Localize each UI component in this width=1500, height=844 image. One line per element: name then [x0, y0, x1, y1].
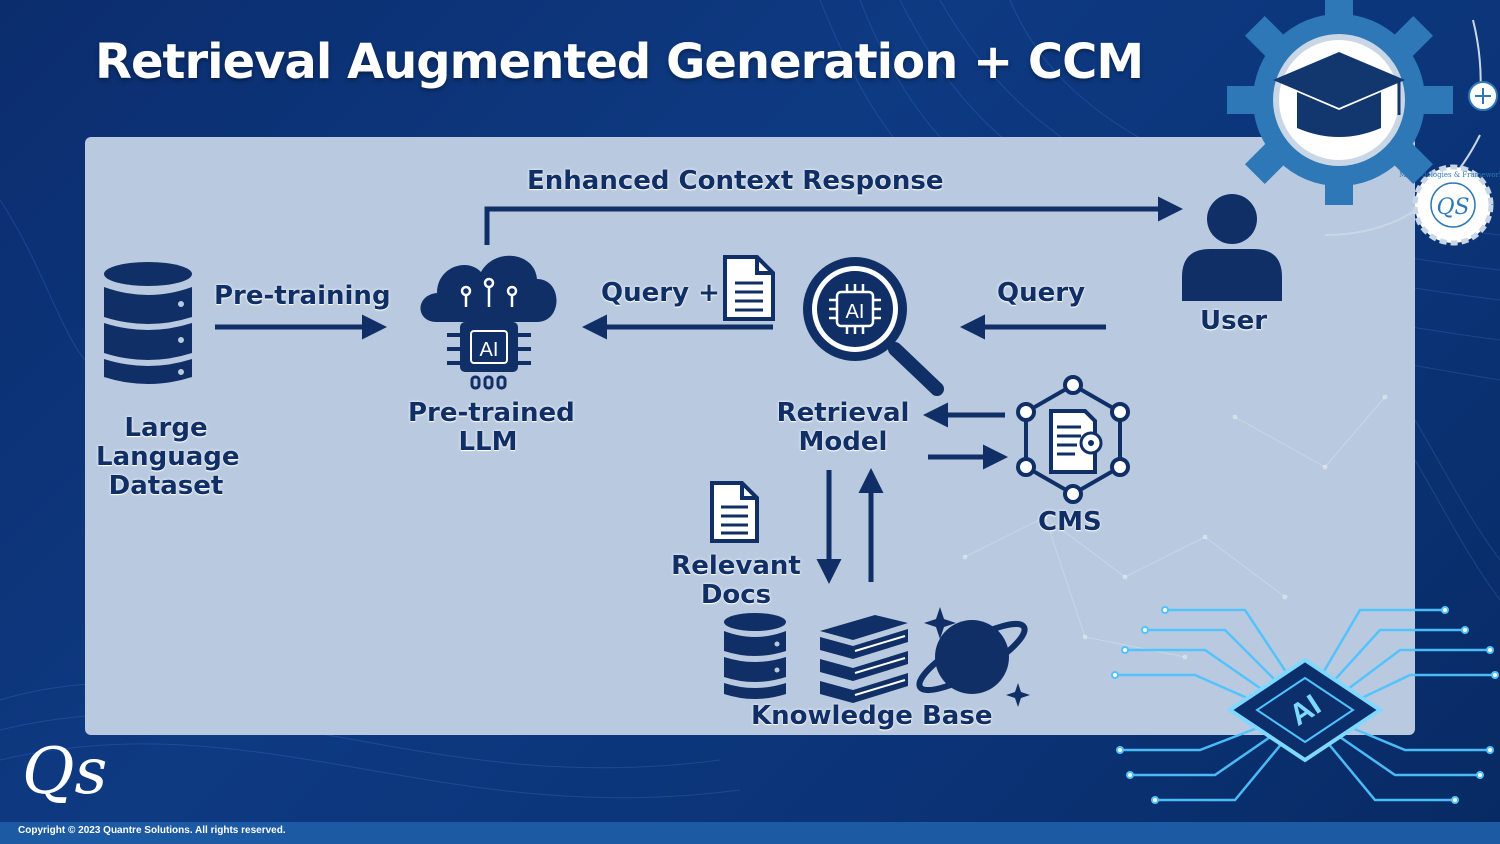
rag-diagram: AI AI — [104, 194, 1388, 707]
magnifier-ai-text: AI — [846, 301, 865, 323]
user-label: User — [1200, 306, 1268, 336]
cloud-ai-chip-icon: AI — [420, 255, 557, 390]
network-texture — [962, 394, 1388, 660]
page-title: Retrieval Augmented Generation + CCM — [95, 34, 1144, 90]
magnifier-ai-icon: AI — [803, 257, 944, 396]
badge-qs-text: QS — [1436, 195, 1469, 220]
cms-label: CMS — [1038, 507, 1102, 537]
relevant-docs-label: Relevant Docs — [671, 551, 801, 610]
relevant-doc-icon — [710, 481, 759, 543]
ai-circuit-chip-graphic: AI — [1111, 606, 1499, 804]
query-plus-label: Query + — [601, 278, 720, 308]
kb-database-icon — [724, 613, 786, 699]
badge-ring-text: Methodologies & Frameworks — [1399, 171, 1500, 179]
user-icon — [1182, 194, 1282, 301]
plus-circle-icon — [1468, 81, 1498, 111]
diagram-panel — [85, 137, 1415, 735]
knowledge-base-label: Knowledge Base — [751, 701, 993, 731]
chip-ai-text: AI — [480, 339, 499, 361]
gear-graduation-badge: QS Methodologies & Frameworks — [1227, 0, 1500, 246]
enhanced-response-label: Enhanced Context Response — [527, 166, 944, 196]
footer-bar: Copyright © 2023 Quantre Solutions. All … — [0, 822, 1500, 844]
graduation-cap-icon — [1273, 52, 1405, 137]
books-icon — [820, 615, 908, 703]
qs-logo: Qs — [22, 735, 108, 809]
database-icon — [104, 262, 192, 384]
planet-icon — [916, 607, 1030, 707]
retrieval-model-label: Retrieval Model — [776, 398, 910, 457]
small-qs-gear-icon: QS Methodologies & Frameworks — [1399, 164, 1500, 246]
pretraining-label: Pre-training — [214, 281, 391, 311]
copyright-text: Copyright © 2023 Quantre Solutions. All … — [18, 825, 286, 836]
cms-network-icon — [1016, 375, 1130, 504]
response-arrow — [484, 196, 1183, 245]
document-icon — [723, 255, 775, 321]
llm-label: Pre-trained LLM — [408, 398, 575, 457]
dataset-label: Large Language Dataset — [96, 413, 240, 501]
query-label: Query — [997, 278, 1086, 308]
